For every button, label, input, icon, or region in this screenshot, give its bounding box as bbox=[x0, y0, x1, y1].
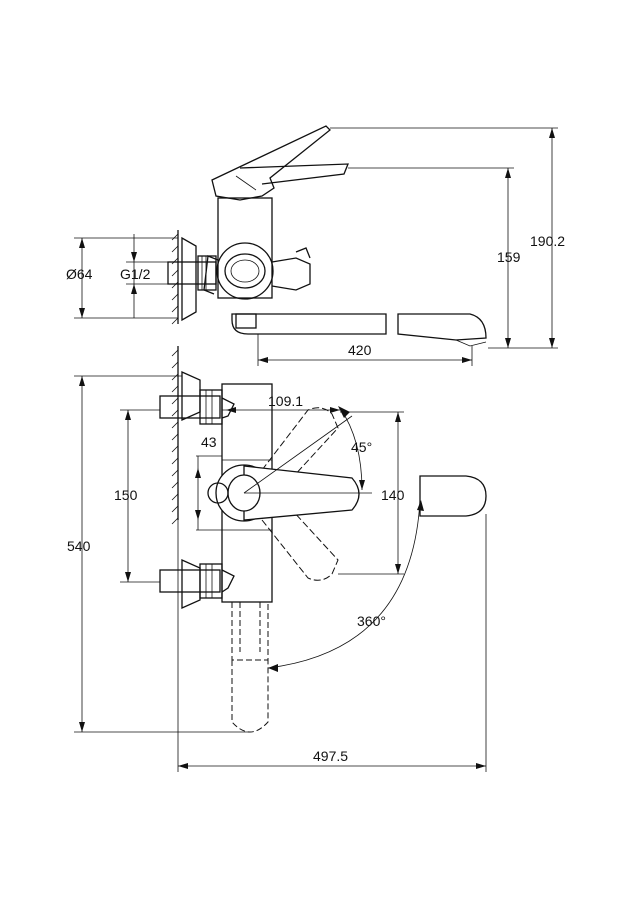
dim-spout-height-label: 159 bbox=[497, 249, 521, 265]
dim-overall-length: 540 bbox=[67, 375, 250, 733]
dim-overall-width-label: 497.5 bbox=[313, 748, 348, 764]
dim-overall-width: 497.5 bbox=[177, 514, 487, 772]
top-view: 109.1 45° 43 150 bbox=[67, 346, 487, 772]
dim-thread: G1/2 bbox=[120, 234, 168, 318]
side-view: Ø64 G1/2 190.2 159 bbox=[66, 125, 565, 366]
lower-connector bbox=[159, 558, 235, 610]
dim-spout-reach: 420 bbox=[257, 334, 473, 366]
dim-overall-length-label: 540 bbox=[67, 538, 91, 554]
dim-handle-offset: 109.1 bbox=[221, 390, 340, 413]
mixer-body-top bbox=[203, 197, 311, 300]
dim-overall-height: 190.2 bbox=[330, 127, 565, 349]
handle-rotated-upper bbox=[261, 407, 339, 479]
dim-center-distance: 150 bbox=[114, 409, 160, 583]
dim-angle: 45° bbox=[243, 406, 372, 494]
dim-overall-height-label: 190.2 bbox=[530, 233, 565, 249]
spout-rotated bbox=[231, 602, 269, 733]
escutcheon-top bbox=[181, 236, 197, 322]
dim-center-distance-label: 150 bbox=[114, 487, 138, 503]
dim-handle-offset-label: 109.1 bbox=[268, 393, 303, 409]
handle-rotated-lower bbox=[261, 509, 339, 581]
dim-diameter: Ø64 bbox=[66, 237, 178, 319]
dim-rotation: 360° bbox=[267, 499, 424, 672]
spout-top bbox=[231, 313, 487, 347]
dim-rotation-label: 360° bbox=[357, 613, 386, 629]
upper-connector bbox=[159, 370, 235, 425]
dim-spout-reach-label: 420 bbox=[348, 342, 372, 358]
dim-diameter-label: Ø64 bbox=[66, 266, 93, 282]
dim-handle-throw: 140 bbox=[338, 411, 405, 575]
dim-inlet-offset: 43 bbox=[195, 434, 222, 531]
dim-handle-throw-label: 140 bbox=[381, 487, 405, 503]
lever-handle-top bbox=[211, 125, 349, 201]
wall-hatch-top bbox=[171, 230, 179, 325]
dim-thread-label: G1/2 bbox=[120, 266, 151, 282]
dim-inlet-offset-label: 43 bbox=[201, 434, 217, 450]
spout-bottom bbox=[419, 475, 487, 517]
wall-hatch-bottom bbox=[171, 346, 179, 525]
dim-spout-height: 159 bbox=[348, 167, 521, 348]
dim-angle-label: 45° bbox=[351, 439, 372, 455]
